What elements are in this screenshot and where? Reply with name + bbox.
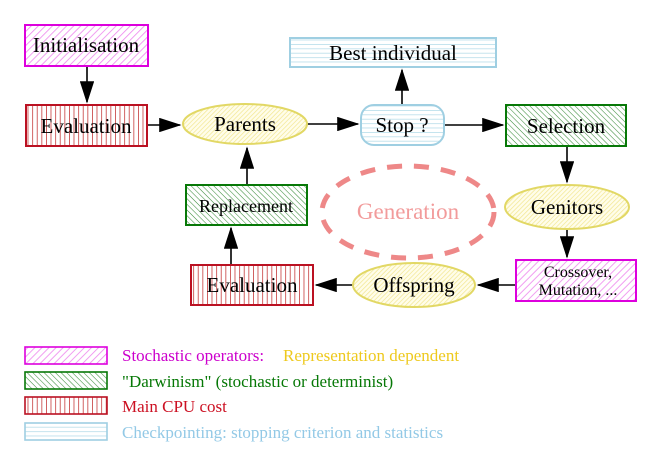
selection-label: Selection (527, 114, 606, 138)
legend-swatch-darwinism (24, 371, 108, 390)
legend: Stochastic operators: Representation dep… (24, 346, 459, 442)
legend-label-darwinism: "Darwinism" (stochastic or determinist) (122, 372, 393, 391)
best-individual-box (289, 37, 497, 68)
parents-ellipse (182, 103, 308, 145)
node-parents: Parents (182, 103, 308, 145)
legend-swatch-cpu (24, 396, 108, 415)
node-best-individual: Best individual (289, 37, 497, 68)
legend-swatch-checkpoint (24, 422, 108, 441)
replacement-label: Replacement (199, 196, 293, 216)
genitors-ellipse (504, 184, 630, 230)
legend-label-stochastic: Stochastic operators: (122, 346, 264, 365)
node-offspring: Offspring (352, 262, 476, 308)
genitors-label: Genitors (531, 195, 603, 219)
legend-label-representation: Representation dependent (283, 346, 459, 365)
evaluation-bottom-box (190, 264, 314, 306)
generation-ellipse (319, 163, 497, 261)
legend-swatch-stochastic (24, 346, 108, 365)
replacement-box (185, 184, 308, 226)
legend-row-darwinism: "Darwinism" (stochastic or determinist) (24, 371, 393, 391)
node-initialisation: Initialisation (24, 24, 149, 67)
node-stop: Stop ? (360, 104, 445, 146)
initialisation-label: Initialisation (33, 33, 140, 57)
node-genitors: Genitors (504, 184, 630, 230)
evaluation-top-label: Evaluation (41, 114, 132, 138)
offspring-label: Offspring (373, 273, 455, 297)
crossover-mutation-box (515, 259, 637, 302)
node-crossover-mutation: Crossover, Mutation, ... (515, 259, 637, 302)
legend-label-cpu: Main CPU cost (122, 397, 227, 416)
stop-label: Stop ? (375, 113, 428, 137)
node-evaluation-top: Evaluation (25, 104, 148, 147)
offspring-ellipse (352, 262, 476, 308)
best-individual-label: Best individual (329, 41, 457, 65)
legend-row-cpu: Main CPU cost (24, 396, 227, 416)
generation-label: Generation (357, 199, 460, 224)
parents-label: Parents (214, 112, 276, 136)
mutation-label: Mutation, ... (539, 282, 618, 299)
node-generation: Generation (319, 163, 497, 261)
stop-box (360, 104, 445, 146)
crossover-label: Crossover, (544, 264, 612, 281)
evaluation-bottom-label: Evaluation (207, 273, 298, 297)
legend-label-checkpoint: Checkpointing: stopping criterion and st… (122, 423, 443, 442)
node-evaluation-bottom: Evaluation (190, 264, 314, 306)
node-selection: Selection (505, 104, 627, 147)
initialisation-box (24, 24, 149, 67)
legend-row-stochastic: Stochastic operators: Representation dep… (24, 346, 459, 365)
edge-arrows (79, 66, 575, 293)
evaluation-top-box (25, 104, 148, 147)
node-replacement: Replacement (185, 184, 308, 226)
selection-box (505, 104, 627, 147)
legend-row-checkpoint: Checkpointing: stopping criterion and st… (24, 422, 443, 442)
